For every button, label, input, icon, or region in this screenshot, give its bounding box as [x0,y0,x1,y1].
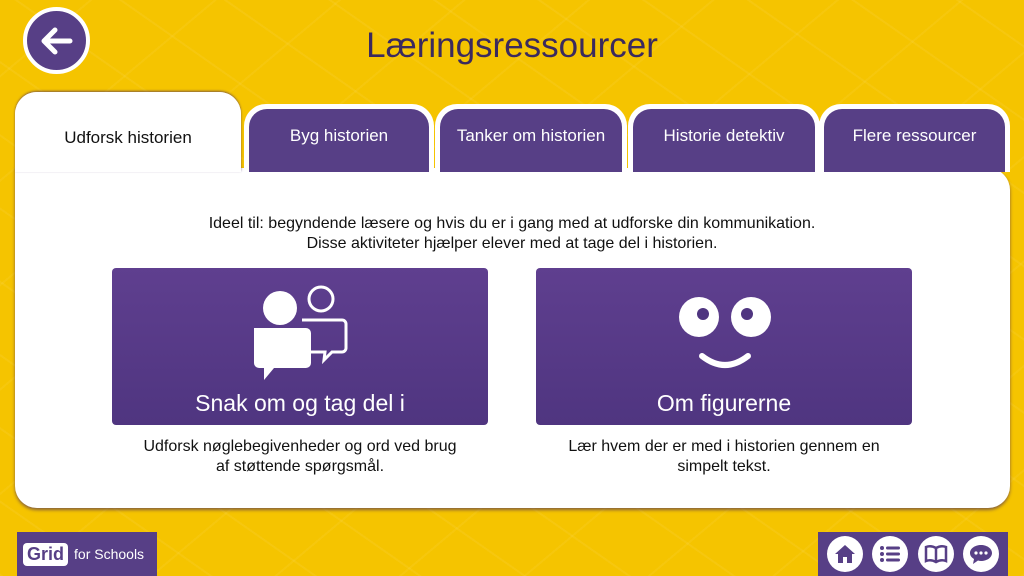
tab-label: Tanker om historien [440,109,622,172]
chat-button[interactable] [963,536,1000,572]
people-chat-icon [254,285,348,380]
desc-line: Udforsk nøglebegivenheder og ord ved bru… [143,438,457,455]
card-label: Om figurerne [656,390,792,416]
tab-byg-historien[interactable]: Byg historien [244,104,434,172]
home-button[interactable] [826,536,863,572]
tab-label: Udforsk historien [15,92,241,172]
intro-text: Ideel til: begyndende læsere og hvis du … [0,214,1024,254]
book-button[interactable] [917,536,954,572]
desc-line: simpelt tekst. [677,458,771,475]
book-icon [924,544,947,564]
card-description: Udforsk nøglebegivenheder og ord ved bru… [112,437,488,477]
list-icon [880,546,901,562]
grid-for-schools-logo: Grid for Schools [17,532,157,576]
arrow-left-icon [41,27,72,54]
tab-historie-detektiv[interactable]: Historie detektiv [628,104,820,172]
tab-udforsk-historien[interactable]: Udforsk historien [15,92,241,172]
list-button[interactable] [872,536,909,572]
back-button[interactable] [23,7,90,74]
smiley-face-icon [679,297,771,368]
desc-line: af støttende spørgsmål. [215,458,385,475]
card-label: Snak om og tag del i [195,390,405,416]
tab-label: Flere ressourcer [824,109,1005,172]
page-title: Læringsressourcer [366,26,658,65]
logo-grid: Grid [23,542,69,566]
tab-label: Byg historien [249,109,429,172]
card-snak-om[interactable]: Snak om og tag del i [112,268,488,425]
logo-suffix: for Schools [74,546,145,562]
bottom-nav [818,532,1008,576]
tab-tanker-om-historien[interactable]: Tanker om historien [435,104,627,172]
home-icon [834,545,855,563]
intro-line: Disse aktiviteter hjælper elever med at … [306,235,718,252]
tab-flere-ressourcer[interactable]: Flere ressourcer [819,104,1010,172]
intro-line: Ideel til: begyndende læsere og hvis du … [208,215,816,232]
desc-line: Lær hvem der er med i historien gennem e… [568,438,880,455]
card-om-figurerne[interactable]: Om figurerne [536,268,912,425]
card-description: Lær hvem der er med i historien gennem e… [536,437,912,477]
tab-label: Historie detektiv [633,109,815,172]
chat-bubble-icon [970,545,993,564]
